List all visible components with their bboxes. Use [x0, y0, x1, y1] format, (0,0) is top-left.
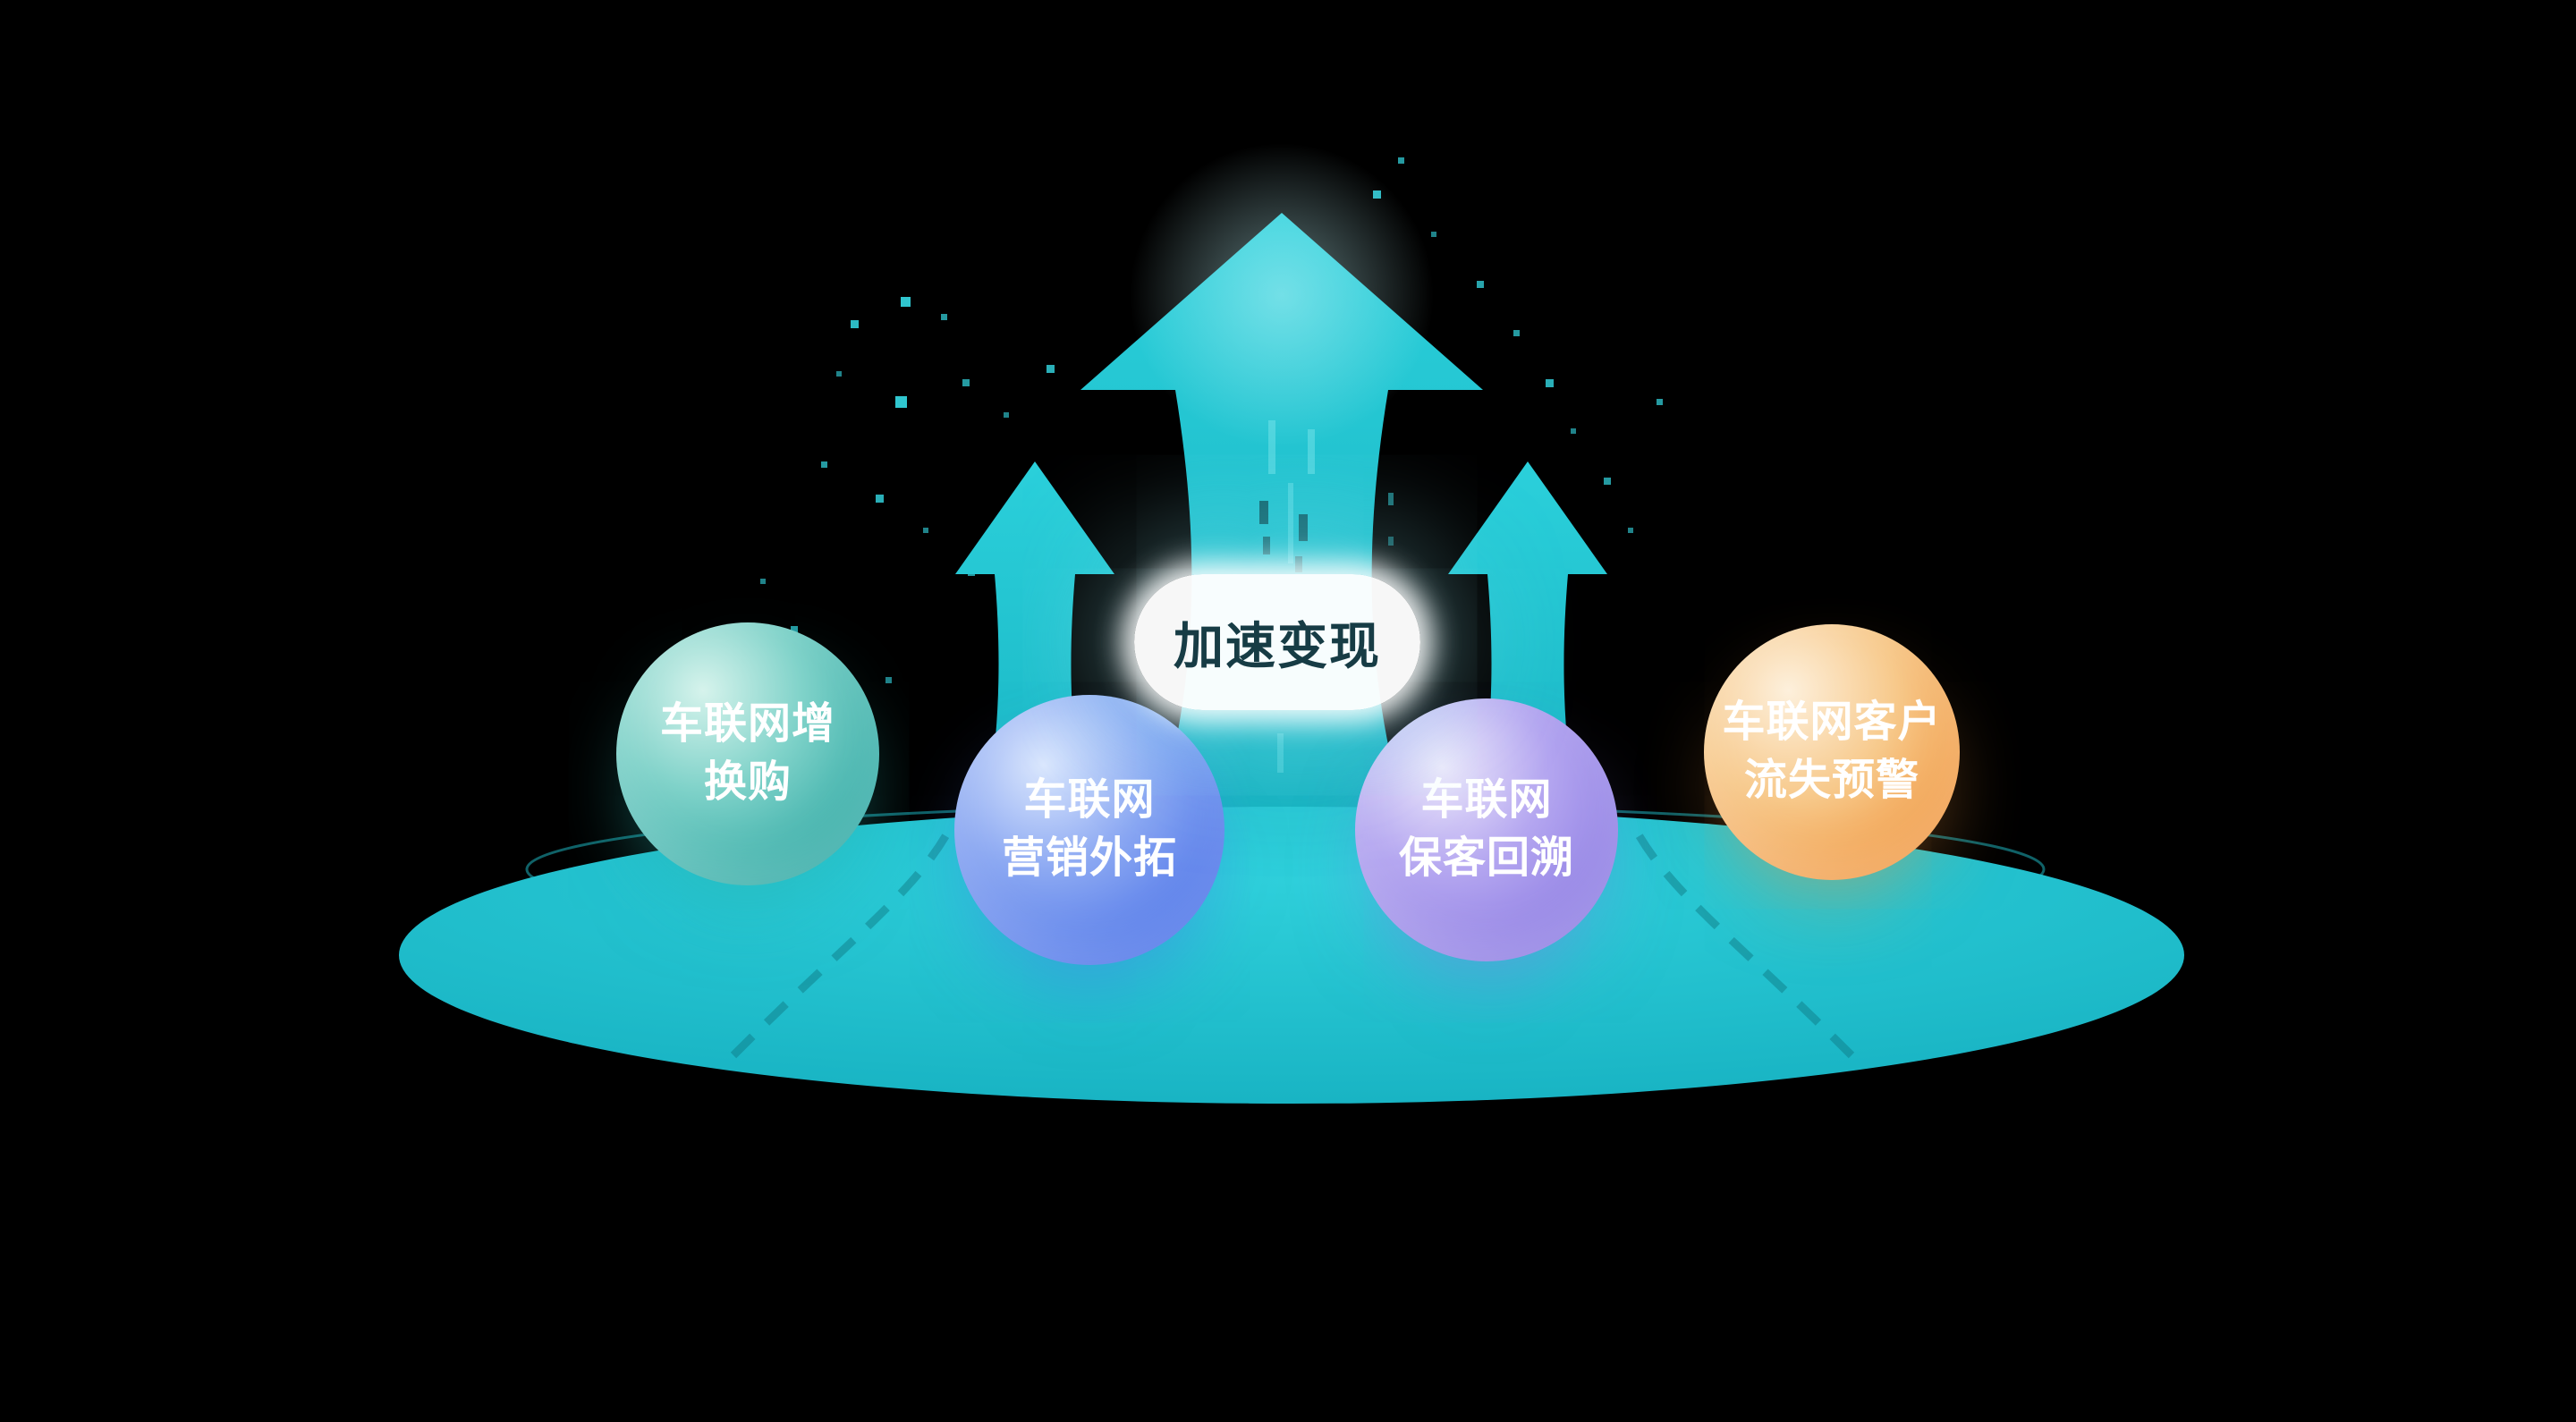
- sphere-label-line: 换购: [703, 758, 792, 806]
- sphere-label-line: 流失预警: [1743, 757, 1919, 804]
- sphere-iov-marketing-expansion: 车联网 营销外拓: [954, 695, 1224, 965]
- arrow-streaks: [1268, 420, 1315, 773]
- platform-ellipse: [399, 807, 2184, 1104]
- sphere-iov-churn-warning: 车联网客户 流失预警: [1704, 624, 1960, 880]
- sphere-label-line: 车联网客户: [1722, 698, 1942, 747]
- sphere-iov-customer-retention: 车联网 保客回溯: [1355, 698, 1618, 961]
- center-label-text: 加速变现: [1174, 617, 1381, 674]
- sphere-label-line: 保客回溯: [1398, 834, 1574, 882]
- sphere-label-line: 车联网: [1023, 776, 1156, 825]
- arrow-ticks: [1259, 501, 1308, 572]
- sphere-label-line: 车联网增: [659, 700, 835, 749]
- arrow-tip-glow: [1130, 143, 1434, 447]
- platform-roads: [730, 829, 1855, 1059]
- sphere-iov-trade-in: 车联网增 换购: [616, 622, 879, 885]
- center-label-pill: 加速变现: [1134, 574, 1420, 710]
- sphere-label-line: 车联网: [1420, 776, 1553, 825]
- sphere-label-line: 营销外拓: [1001, 834, 1177, 882]
